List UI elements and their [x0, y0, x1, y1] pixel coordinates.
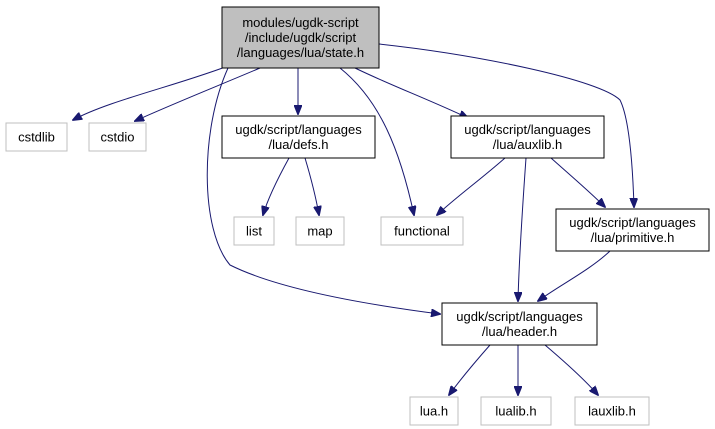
node-box	[5, 122, 68, 152]
node-box	[233, 216, 275, 246]
node-box	[88, 122, 147, 152]
edge-state-h-to-functional	[339, 67, 414, 215]
edges-layer	[73, 43, 634, 395]
node-lauxlib-h[interactable]: lauxlib.h	[574, 396, 650, 426]
node-header-h[interactable]: ugdk/script/languages/lua/header.h	[441, 302, 598, 346]
edge-state-h-to-cstdlib	[73, 62, 237, 120]
node-box	[555, 208, 710, 252]
node-box	[480, 396, 552, 426]
node-label-line: /languages/lua/state.h	[237, 45, 364, 60]
node-label-line: ugdk/script/languages	[464, 122, 591, 137]
node-label-line: functional	[394, 224, 450, 239]
node-box	[380, 216, 464, 246]
node-label-line: lauxlib.h	[588, 404, 636, 419]
node-label-line: ugdk/script/languages	[235, 122, 362, 137]
edge-state-h-to-auxlib-h	[354, 67, 468, 118]
edge-primitive-h-to-header-h	[538, 250, 611, 301]
node-label-line: /lua/defs.h	[269, 137, 329, 152]
edge-auxlib-h-to-header-h	[518, 157, 527, 301]
node-label-line: ugdk/script/languages	[569, 215, 696, 230]
node-box	[441, 302, 598, 346]
node-box	[409, 396, 459, 426]
node-box	[221, 6, 380, 69]
node-label-line: list	[246, 224, 262, 239]
edge-state-h-to-header-h	[206, 67, 440, 314]
node-state-h[interactable]: modules/ugdk-script/include/ugdk/script/…	[221, 6, 380, 69]
edge-defs-h-to-map	[304, 157, 319, 215]
node-map[interactable]: map	[295, 216, 345, 246]
edge-header-h-to-lauxlib-h	[544, 344, 598, 395]
edge-state-h-to-cstdio	[135, 67, 261, 121]
node-list[interactable]: list	[233, 216, 275, 246]
node-label-line: /include/ugdk/script	[245, 30, 357, 45]
node-label-line: /lua/auxlib.h	[493, 137, 562, 152]
node-box	[450, 115, 605, 159]
node-auxlib-h[interactable]: ugdk/script/languages/lua/auxlib.h	[450, 115, 605, 159]
node-label-line: cstdlib	[18, 130, 55, 145]
node-functional[interactable]: functional	[380, 216, 464, 246]
edge-auxlib-h-to-primitive-h	[550, 157, 605, 207]
node-label-line: map	[307, 224, 332, 239]
edge-header-h-to-lua-h	[449, 344, 491, 395]
node-label-line: lualib.h	[495, 404, 536, 419]
nodes-layer: modules/ugdk-script/include/ugdk/script/…	[5, 6, 710, 426]
node-cstdlib[interactable]: cstdlib	[5, 122, 68, 152]
edge-state-h-to-primitive-h	[378, 43, 634, 207]
node-box	[295, 216, 345, 246]
node-label-line: modules/ugdk-script	[242, 15, 359, 30]
edge-defs-h-to-list	[263, 157, 290, 215]
node-box	[221, 115, 376, 159]
node-lua-h[interactable]: lua.h	[409, 396, 459, 426]
node-label-line: lua.h	[420, 404, 448, 419]
node-cstdio[interactable]: cstdio	[88, 122, 147, 152]
edge-auxlib-h-to-functional	[437, 157, 506, 215]
node-label-line: /lua/header.h	[482, 324, 557, 339]
node-lualib-h[interactable]: lualib.h	[480, 396, 552, 426]
node-primitive-h[interactable]: ugdk/script/languages/lua/primitive.h	[555, 208, 710, 252]
node-label-line: ugdk/script/languages	[456, 309, 583, 324]
node-box	[574, 396, 650, 426]
node-defs-h[interactable]: ugdk/script/languages/lua/defs.h	[221, 115, 376, 159]
node-label-line: cstdio	[101, 130, 135, 145]
node-label-line: /lua/primitive.h	[591, 230, 675, 245]
